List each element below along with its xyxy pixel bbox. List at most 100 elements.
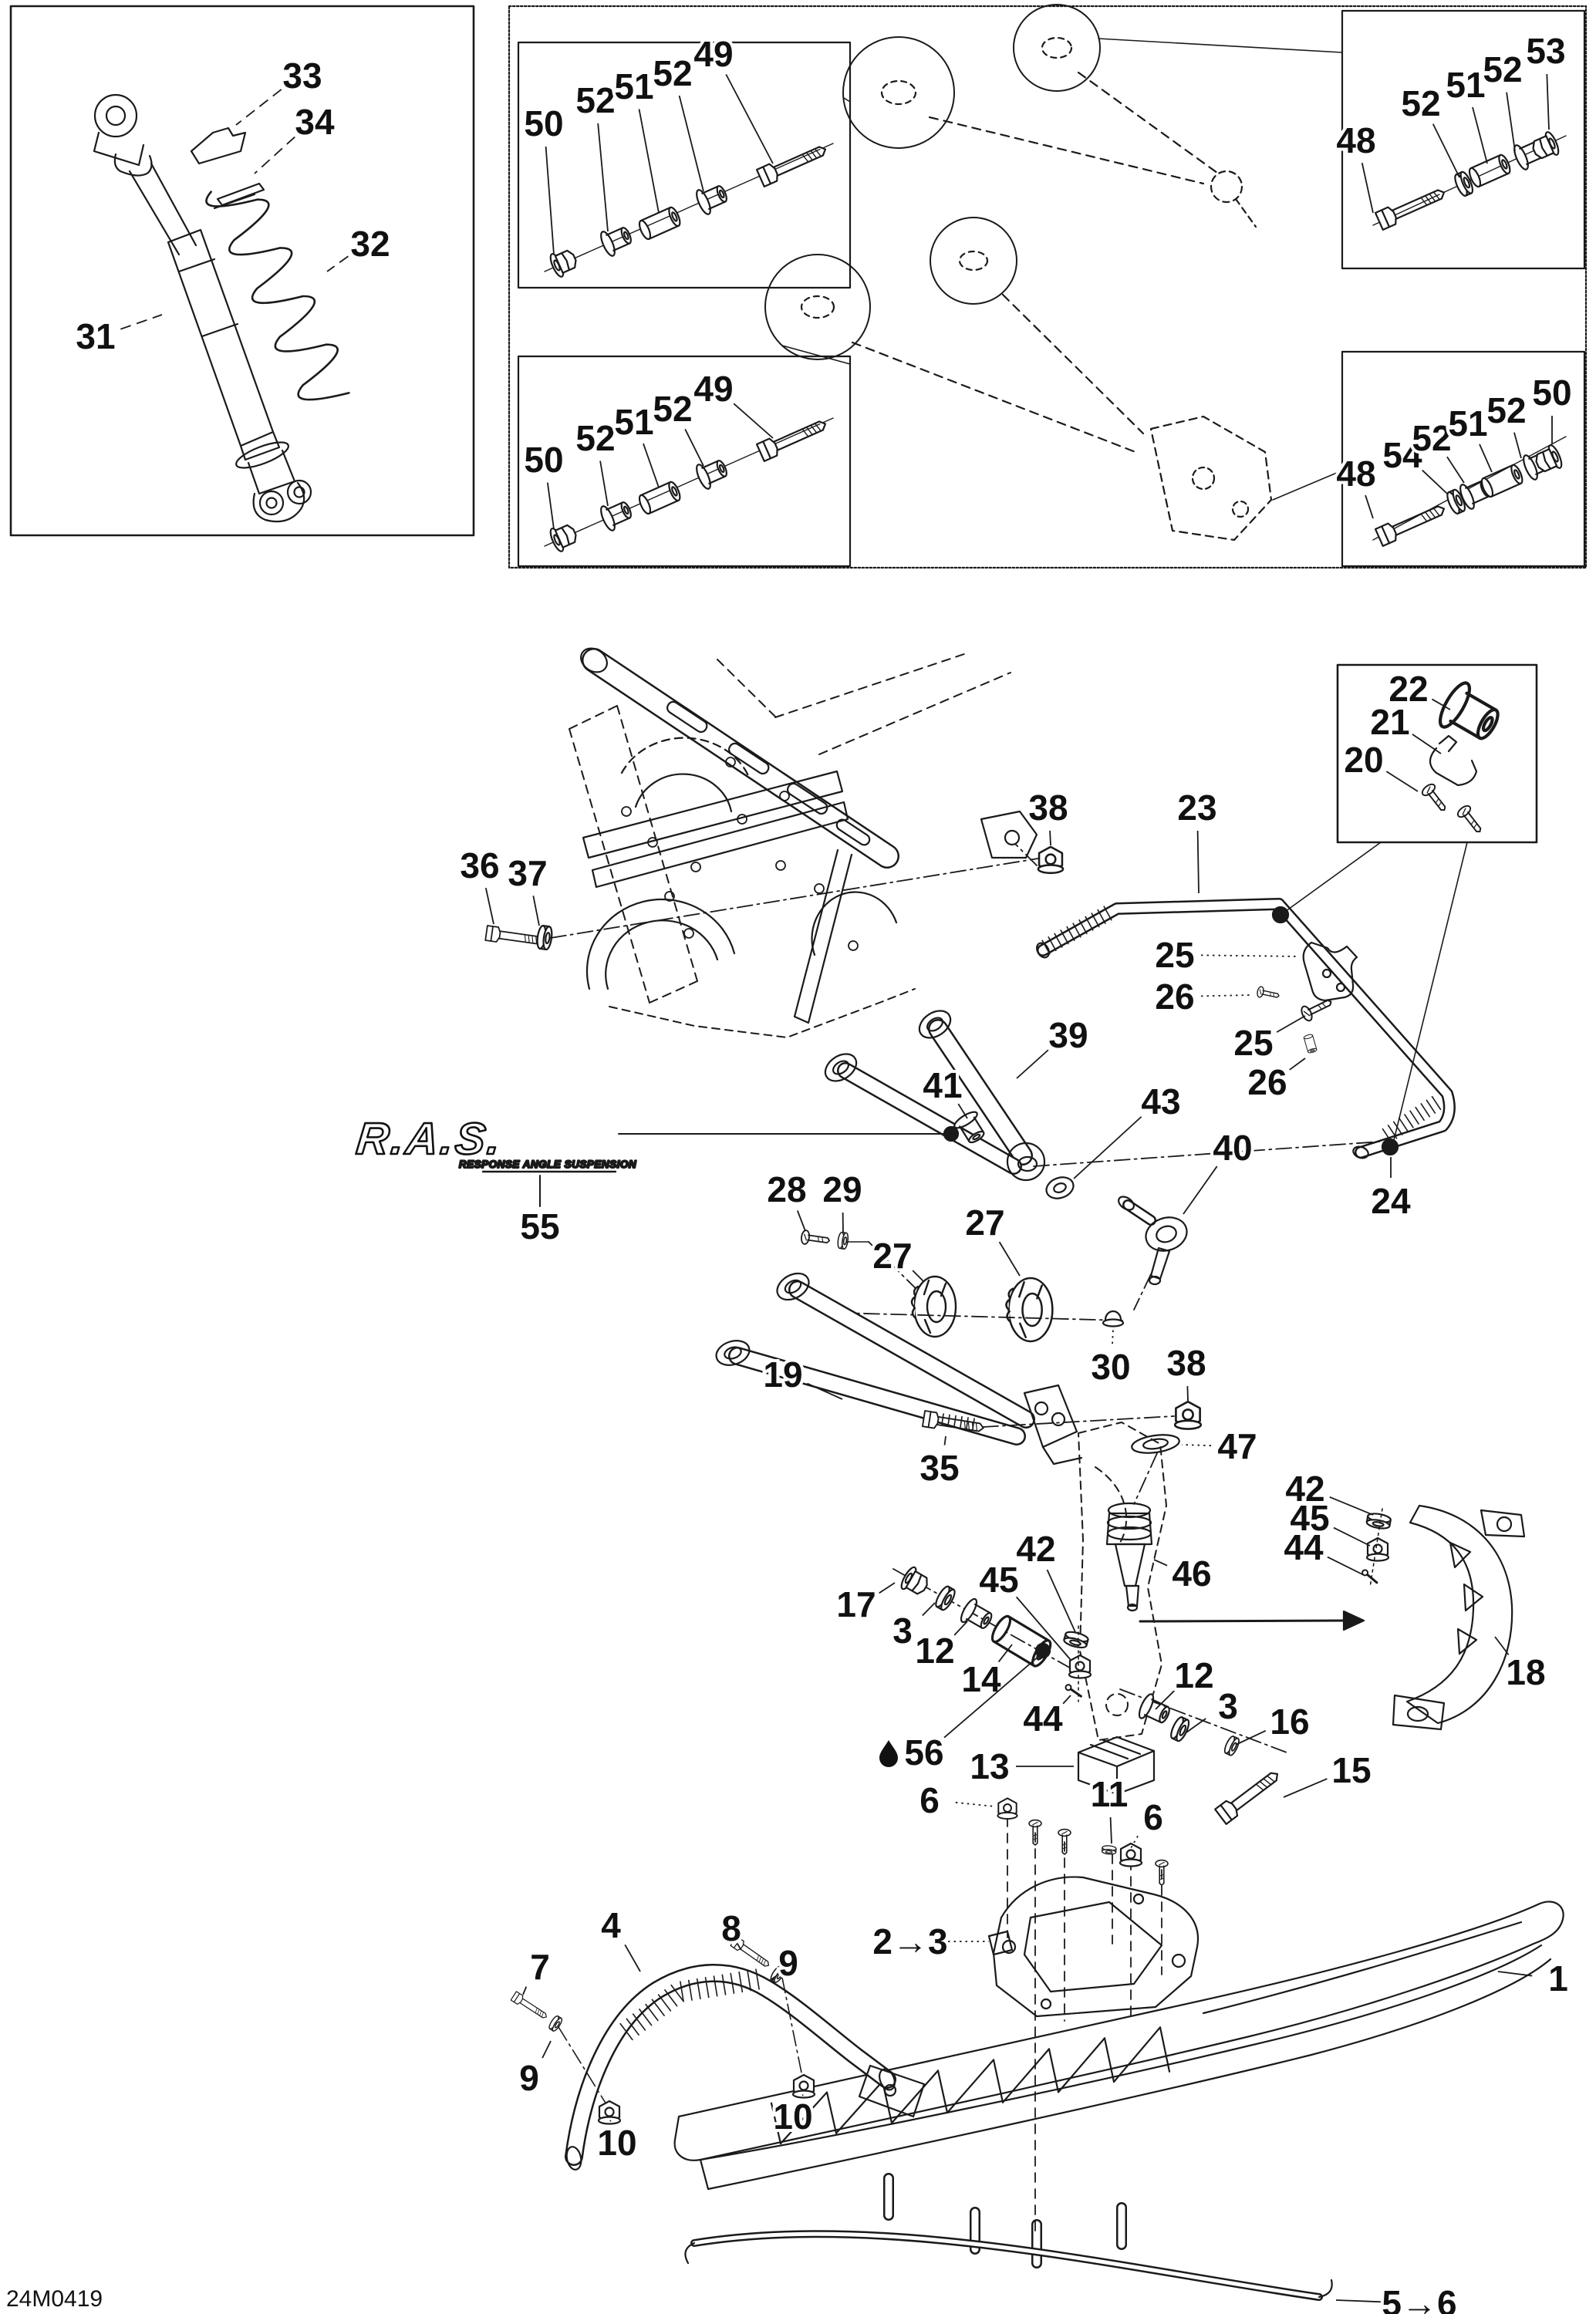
callout-leader <box>1109 1816 1112 1844</box>
bracket-screw-26 <box>1256 985 1281 1002</box>
callout-leader <box>1049 830 1051 846</box>
shock-absorber <box>93 93 312 523</box>
callout-number: 30 <box>1091 1347 1130 1387</box>
callout-46: 46 <box>1153 1550 1215 1597</box>
callout-number: 52 <box>575 418 615 458</box>
callout-50: 50 <box>1529 369 1575 444</box>
callout-27: 27 <box>962 1199 1021 1277</box>
callout-number: 53 <box>1526 31 1565 71</box>
callout-leader <box>542 2040 552 2059</box>
callout-number: 44 <box>1023 1698 1063 1739</box>
ski-mount-bracket <box>987 1797 1200 2238</box>
callout-35: 35 <box>916 1435 963 1491</box>
callout-number: 55 <box>520 1206 559 1246</box>
ski-rib <box>992 2059 1004 2103</box>
callout-11: 11 <box>1088 1771 1131 1844</box>
seal-47 <box>1131 1434 1180 1454</box>
callout-42: 42 <box>1282 1466 1374 1516</box>
ski-rib <box>1159 2026 1171 2073</box>
callout-leader <box>484 888 494 925</box>
callout-number: 52 <box>1486 390 1526 430</box>
upper-a-arm-ghost <box>842 4 1343 228</box>
callout-53: 53 <box>1523 28 1569 130</box>
callout-number: 4 <box>601 1905 621 1945</box>
callout-9: 9 <box>770 1940 801 1986</box>
arm-bracket <box>1023 1384 1078 1449</box>
inset-box-shock <box>9 5 475 537</box>
hatch-tick <box>704 1977 710 1999</box>
callout-number: 50 <box>524 103 563 143</box>
hatch-tick <box>696 1978 701 2000</box>
callout-leader <box>1016 1049 1049 1079</box>
callout-leader <box>1186 1718 1206 1733</box>
sway-bar-brackets <box>1256 941 1358 1054</box>
callout-leader <box>1289 1057 1306 1071</box>
ski-rib <box>890 2069 940 2124</box>
hatch-tick <box>1392 1121 1403 1135</box>
callout-32: 32 <box>326 221 393 272</box>
callout-number: 25 <box>1155 935 1194 975</box>
clamp-bolt-20 <box>1419 781 1452 816</box>
grip-hatching <box>619 906 1442 2041</box>
callout-number: 10 <box>597 2123 636 2163</box>
callout-16: 16 <box>1235 1698 1313 1746</box>
callout-number: 47 <box>1217 1426 1257 1466</box>
ball-joint-boot-27 <box>1005 1277 1054 1343</box>
callout-leader <box>684 428 704 467</box>
callout-39: 39 <box>1016 1012 1092 1079</box>
pivot-washer-43 <box>1045 1176 1075 1199</box>
callout-number: 39 <box>1048 1015 1088 1055</box>
hatch-tick <box>1091 912 1100 928</box>
callout-7: 7 <box>522 1944 553 1995</box>
callout-27: 27 <box>869 1233 925 1283</box>
callout-number: 52 <box>1483 49 1522 89</box>
callout-number: 52 <box>653 389 692 429</box>
callout-leader <box>1497 1971 1533 1977</box>
callout-44: 44 <box>1281 1524 1365 1576</box>
callout-leader <box>1472 106 1488 164</box>
magnifier-circle <box>930 217 1017 305</box>
callout-leader <box>643 443 660 488</box>
hatch-tick <box>651 1999 665 2016</box>
ras-logo-title: R.A.S. <box>354 1114 505 1164</box>
callout-13: 13 <box>967 1743 1074 1789</box>
callout-number: 7 <box>530 1947 550 1987</box>
callout-leader <box>1513 432 1522 459</box>
hatch-tick <box>960 1415 963 1429</box>
callout-10: 10 <box>770 2093 815 2140</box>
hatch-tick <box>1072 923 1081 938</box>
callout-number: 22 <box>1388 669 1428 709</box>
hatch-tick <box>730 1972 735 1994</box>
callout-5→6: 5→6 <box>1335 2280 1460 2314</box>
callout-number: 33 <box>282 56 322 96</box>
fastener-kit-upper-right <box>1372 130 1567 231</box>
callout-number: 28 <box>767 1169 806 1209</box>
magnifier-circle <box>764 254 871 360</box>
callout-34: 34 <box>254 99 338 174</box>
callout-49: 49 <box>690 366 774 439</box>
callout-50: 50 <box>521 100 567 255</box>
bracket-nut-6 <box>997 1797 1018 1820</box>
callout-number: 27 <box>965 1203 1004 1243</box>
callout-leader <box>737 1943 742 1951</box>
callout-number: 48 <box>1336 454 1375 494</box>
callout-number: 38 <box>1166 1343 1206 1383</box>
hatch-tick <box>1066 926 1075 941</box>
tube-core <box>930 1020 1031 1164</box>
callout-36: 36 <box>457 842 503 925</box>
callout-leader <box>1385 771 1419 792</box>
lower-a-arm <box>715 1272 1175 1466</box>
callout-leader <box>638 109 660 214</box>
kit-box-upper-right <box>1341 9 1586 270</box>
tube-core <box>838 1064 1021 1173</box>
callout-leader <box>1046 1569 1076 1633</box>
callout-leader <box>943 1435 946 1445</box>
hatch-tick <box>657 1994 672 2012</box>
hatch-tick <box>687 1979 693 2001</box>
hatch-tick <box>747 1970 752 1992</box>
callout-number: 43 <box>1141 1081 1180 1122</box>
callout-number: 29 <box>822 1169 862 1209</box>
callout-30: 30 <box>1088 1327 1134 1390</box>
callout-leader <box>957 1103 968 1119</box>
ball-joint-boot-27 <box>910 1275 957 1338</box>
